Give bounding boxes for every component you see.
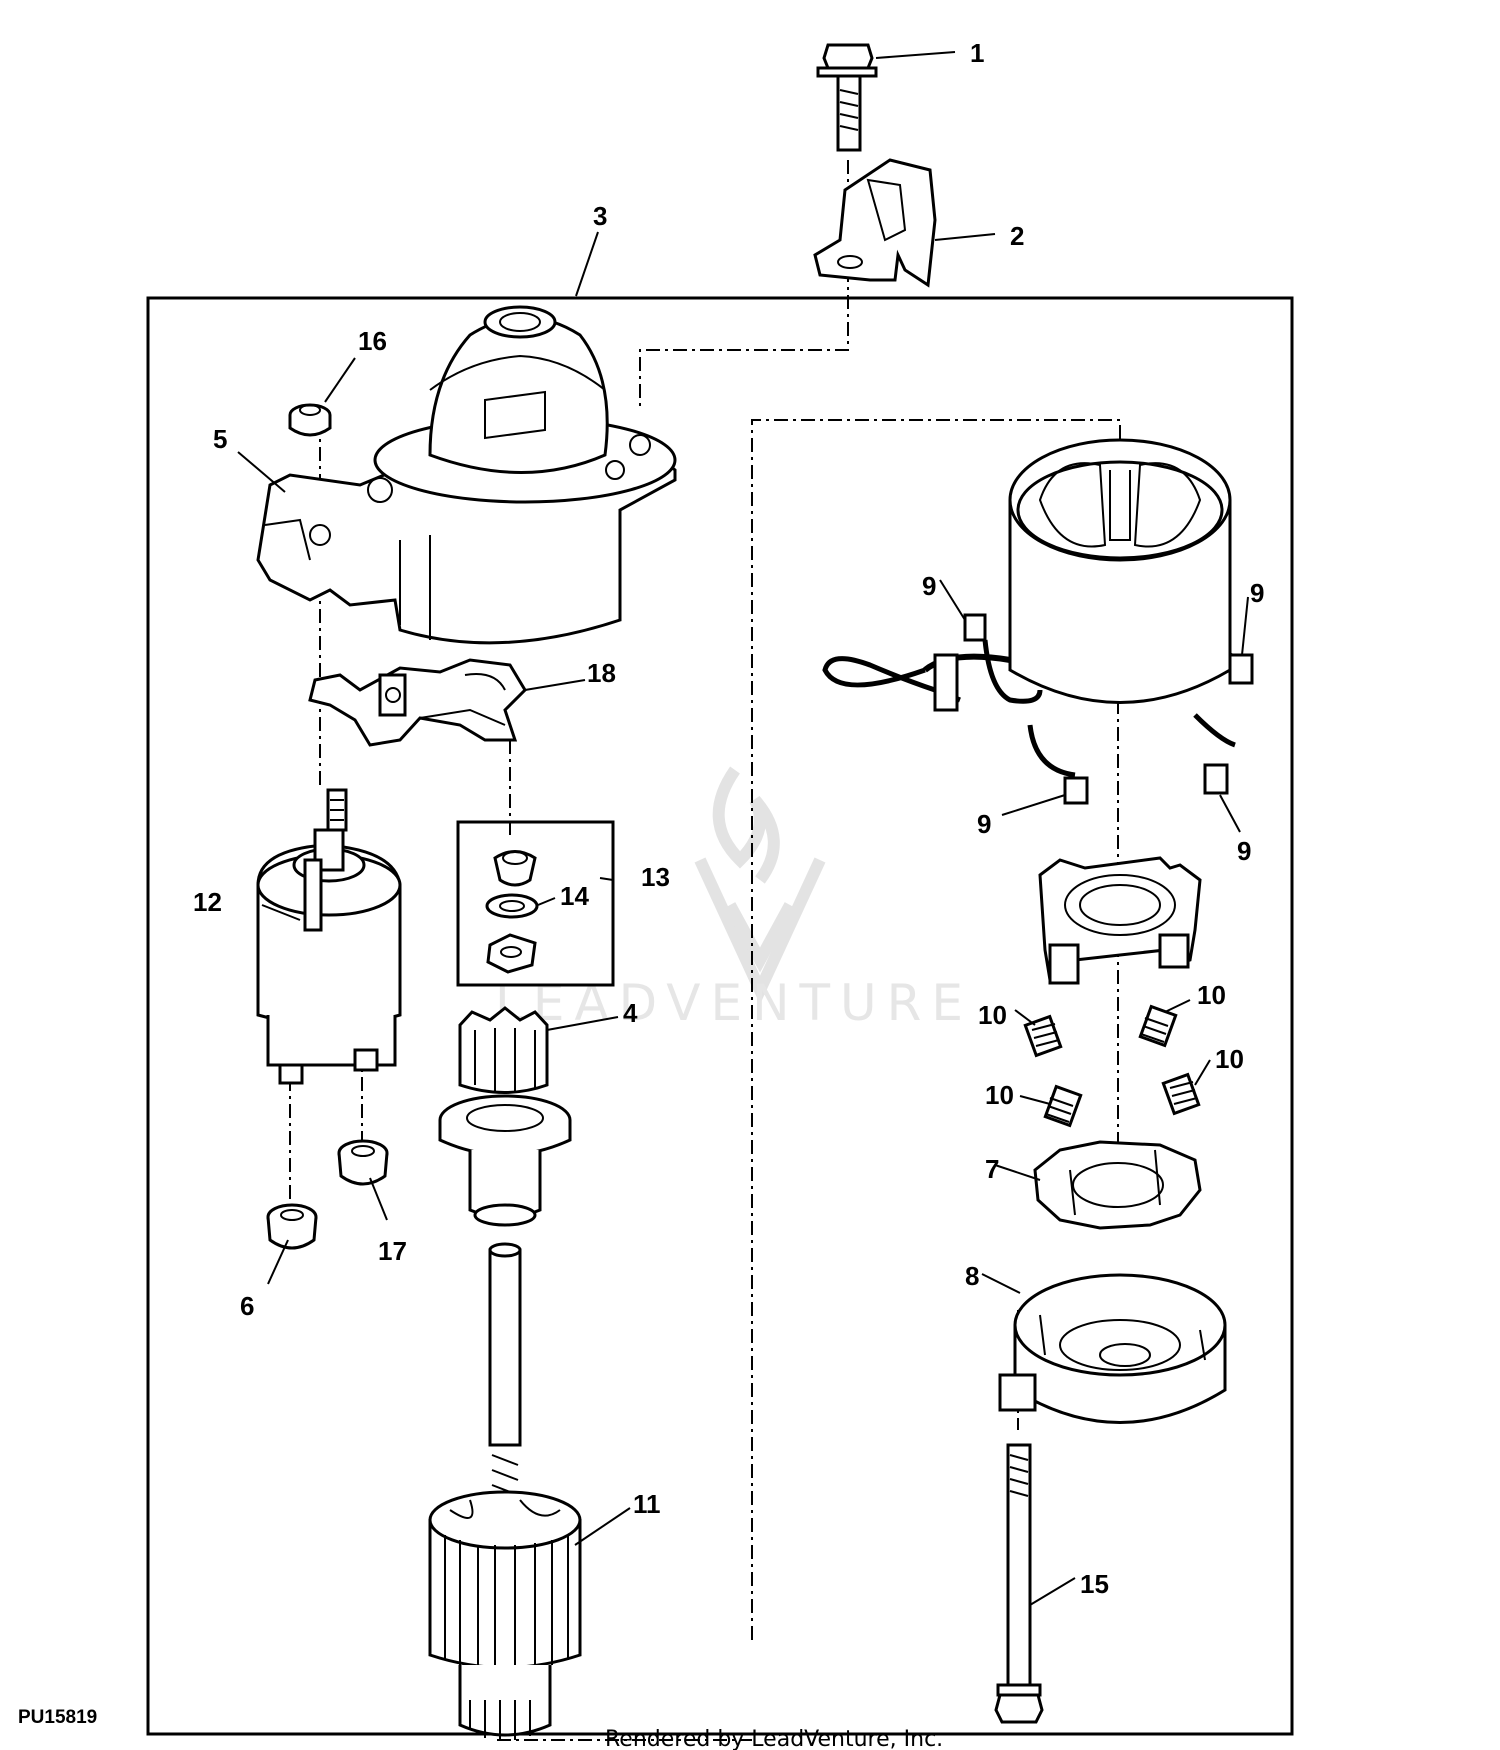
credit-line: Rendered by LeadVenture, Inc. [605, 1727, 943, 1750]
spring [1138, 1004, 1178, 1048]
leader-lines [237, 51, 1249, 1606]
callout-10c: 10 [985, 1080, 1014, 1110]
part-10-springs [1023, 1004, 1201, 1128]
callout-9d: 9 [1237, 836, 1251, 866]
callout-14: 14 [560, 881, 589, 911]
callout-10d: 10 [1215, 1044, 1244, 1074]
callout-2: 2 [1010, 221, 1024, 251]
callout-4: 4 [623, 998, 638, 1028]
part-brush-plate [1038, 856, 1202, 985]
callout-11: 11 [633, 1489, 661, 1519]
part-17-nut [337, 1139, 389, 1186]
callout-6: 6 [240, 1291, 254, 1321]
watermark-logo [694, 766, 826, 1005]
figure-id: PU15819 [18, 1707, 97, 1728]
callout-9b: 9 [1250, 578, 1264, 608]
part-7-plate [1033, 1140, 1202, 1230]
assembly-frame [146, 296, 1294, 1736]
callout-18: 18 [587, 658, 616, 688]
part-18-lever [308, 658, 527, 747]
callout-9c: 9 [977, 809, 991, 839]
callout-10a: 10 [978, 1000, 1007, 1030]
centerlines [289, 160, 1121, 1741]
callout-7: 7 [985, 1154, 999, 1184]
spring [1023, 1014, 1063, 1058]
callout-9a: 9 [922, 571, 936, 601]
spring [1043, 1084, 1083, 1128]
part-4-pinion [438, 1006, 572, 1227]
callout-15: 15 [1080, 1569, 1109, 1599]
part-13-kit [456, 820, 615, 987]
callout-12: 12 [193, 887, 222, 917]
callout-16: 16 [358, 326, 387, 356]
callouts: 1 2 3 16 5 18 12 13 14 4 6 17 11 9 9 9 9… [193, 38, 1264, 1599]
callout-3: 3 [593, 201, 607, 231]
part-8-end-cap [998, 1273, 1227, 1424]
part-field-frame [822, 438, 1242, 778]
part-9-terminals [963, 613, 1254, 805]
callout-13: 13 [641, 862, 670, 892]
part-6-nut [266, 1203, 318, 1250]
part-5-drive-housing [256, 305, 677, 645]
watermark-text: LEADVENTURE [495, 974, 973, 1032]
part-16-nut [288, 403, 332, 437]
callout-5: 5 [213, 424, 227, 454]
part-12-solenoid [256, 788, 402, 1085]
spring [1161, 1072, 1201, 1116]
callout-17: 17 [378, 1236, 407, 1266]
part-15-through-bolt [994, 1443, 1044, 1724]
part-2-bracket [813, 158, 937, 288]
callout-1: 1 [970, 38, 984, 68]
callout-10b: 10 [1197, 980, 1226, 1010]
part-11-armature [428, 1242, 582, 1740]
part-14-ring [485, 893, 539, 919]
callout-8: 8 [965, 1261, 979, 1291]
part-1-bolt [816, 43, 878, 152]
